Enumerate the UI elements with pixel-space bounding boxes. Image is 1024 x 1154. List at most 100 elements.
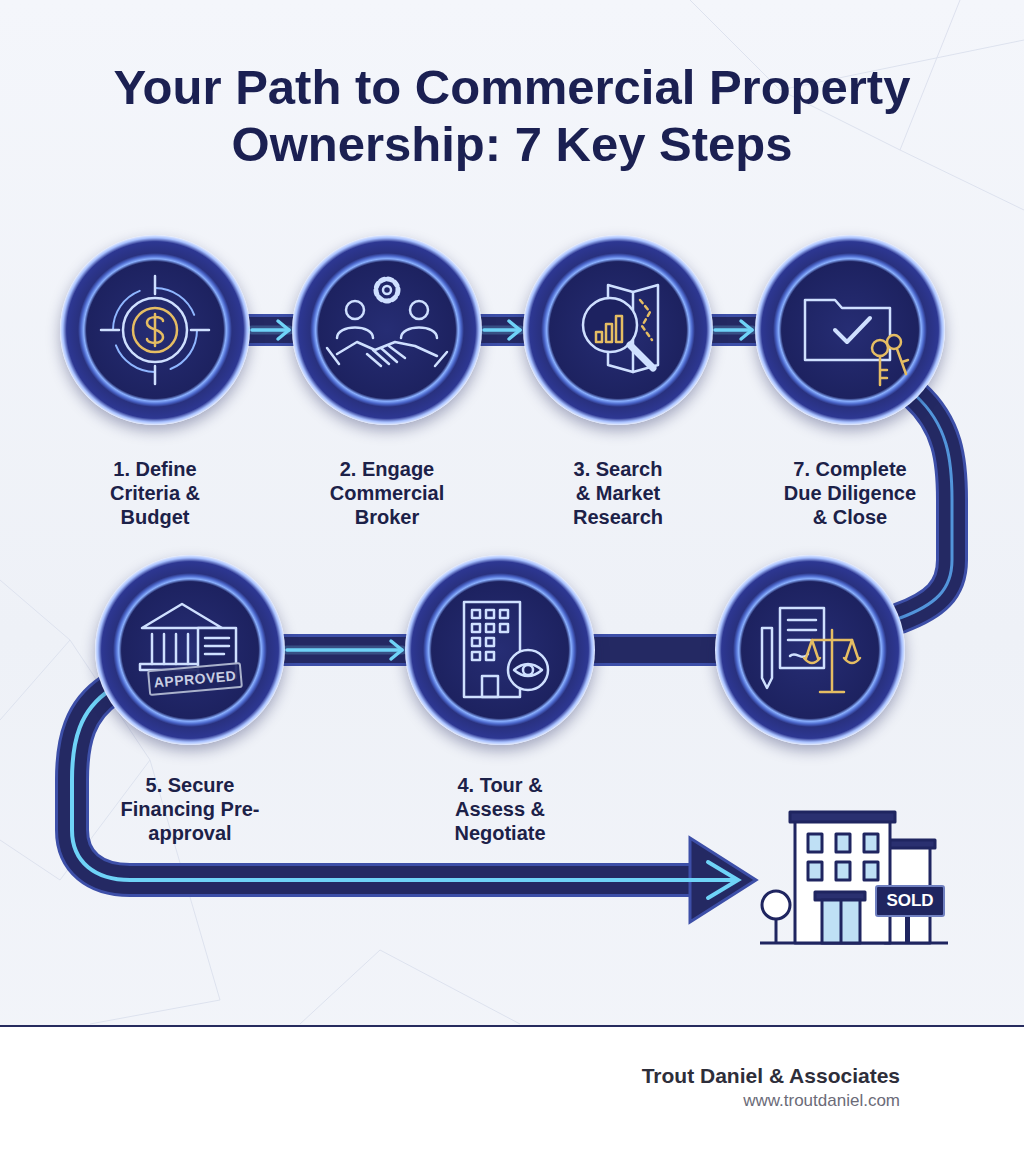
background-lines-part	[300, 950, 520, 1024]
market-research-icon-part	[608, 285, 658, 372]
building-eye-icon-part	[500, 624, 508, 632]
sold-building-part	[836, 834, 850, 852]
contract-scales-icon-part	[762, 628, 772, 688]
handshake-icon	[327, 279, 447, 366]
connector-glow	[715, 326, 752, 335]
connector-glow	[287, 646, 402, 655]
sold-building-part	[808, 834, 822, 852]
connector-glow	[252, 326, 289, 335]
handshake-icon-part	[327, 348, 447, 366]
connector-arrow	[287, 641, 402, 659]
track-band-part	[155, 317, 850, 343]
step-label: 4. Tour & Assess & Negotiate	[438, 773, 563, 845]
step-circle	[292, 235, 482, 425]
building-eye-icon-part	[472, 652, 480, 660]
footer-band	[0, 1025, 1024, 1154]
step-node: 3. Search & Market Research	[523, 235, 713, 529]
step-circle	[95, 555, 285, 745]
handshake-icon-part	[346, 301, 364, 319]
handshake-icon-part	[410, 301, 428, 319]
connector-line	[252, 328, 289, 332]
folder-keys-icon-part	[835, 318, 870, 342]
building-eye-icon-part	[472, 624, 480, 632]
step-circle	[523, 235, 713, 425]
target-icon-part	[101, 276, 209, 384]
contract-scales-icon-part	[804, 640, 820, 663]
market-research-icon-part	[630, 345, 653, 368]
building-eye-icon-part	[472, 610, 480, 618]
market-research-icon-part	[596, 332, 602, 342]
handshake-icon-part	[367, 346, 405, 366]
connector-arrow	[715, 321, 752, 339]
arrow-head	[741, 321, 752, 339]
contract-scales-icon-part	[788, 620, 816, 657]
building-eye-icon-part	[486, 610, 494, 618]
step-circle	[405, 555, 595, 745]
building-eye-icon-part	[464, 602, 520, 697]
diagram-title: Your Path to Commercial Property Ownersh…	[112, 59, 912, 173]
handshake-icon-part	[337, 342, 437, 356]
sold-building	[760, 812, 948, 943]
sold-building-part	[822, 900, 860, 943]
step-circle	[60, 235, 250, 425]
folder-keys-icon-part	[897, 349, 908, 374]
connector-line	[287, 648, 402, 652]
building-eye-icon-part	[514, 664, 542, 676]
step-node: 5. Secure Financing Pre-approval	[95, 555, 285, 845]
step-label: 3. Search & Market Research	[564, 457, 672, 529]
footer-text: Trout Daniel & Associates	[642, 1064, 900, 1088]
building-eye-icon-part	[523, 665, 533, 675]
bank-icon-part	[152, 634, 188, 664]
arrow-head	[278, 321, 289, 339]
building-eye-icon-part	[486, 638, 494, 646]
sign-text: SOLD	[876, 886, 944, 916]
building-eye-icon-part	[472, 638, 480, 646]
connector-arrow	[484, 321, 520, 339]
step-node: 2. Engage Commercial Broker	[292, 235, 482, 529]
target-icon-part	[113, 288, 197, 372]
folder-keys-icon-part	[880, 356, 887, 385]
folder-keys-icon	[805, 300, 908, 385]
step-circle	[715, 555, 905, 745]
track-band-part	[900, 395, 952, 618]
sold-building-part	[795, 818, 890, 943]
step-label: 2. Engage Commercial Broker	[317, 457, 457, 529]
market-research-icon-part	[632, 292, 635, 372]
sold-building-part	[864, 862, 878, 880]
footer-text: www.troutdaniel.com	[743, 1091, 900, 1111]
market-research-icon-part	[583, 298, 637, 352]
sold-building-part	[864, 834, 878, 852]
sold-building-part	[836, 862, 850, 880]
bank-icon-part	[142, 604, 222, 628]
sold-building-part	[762, 891, 790, 919]
handshake-icon-part	[376, 279, 398, 301]
step-node: 7. Complete Due Diligence & Close	[755, 235, 945, 529]
step-label: 1. Define Criteria & Budget	[85, 457, 225, 529]
track-band-part	[708, 862, 738, 898]
sold-building-part	[808, 862, 822, 880]
step-label: 7. Complete Due Diligence & Close	[780, 457, 920, 529]
track-band-part	[155, 314, 850, 346]
connector-line	[715, 328, 752, 332]
connector-glow	[484, 326, 520, 335]
market-research-icon-part	[616, 316, 622, 342]
folder-keys-icon-part	[805, 300, 890, 360]
track-band-part	[900, 395, 952, 618]
target-icon-part	[123, 298, 187, 362]
building-eye-icon-part	[482, 676, 498, 697]
folder-keys-icon-part	[887, 335, 901, 349]
step-node: 4. Tour & Assess & Negotiate	[405, 555, 595, 845]
handshake-icon-part	[383, 286, 391, 294]
contract-scales-icon-part	[844, 640, 860, 663]
target-icon	[101, 276, 209, 384]
arrow-head	[509, 321, 520, 339]
background-lines	[0, 0, 1024, 1024]
step-circle	[755, 235, 945, 425]
sold-building-part	[876, 886, 944, 916]
arrow-head	[391, 641, 402, 659]
sold-building-part	[905, 914, 910, 943]
building-eye-icon	[464, 602, 548, 697]
contract-scales-icon	[762, 608, 860, 692]
